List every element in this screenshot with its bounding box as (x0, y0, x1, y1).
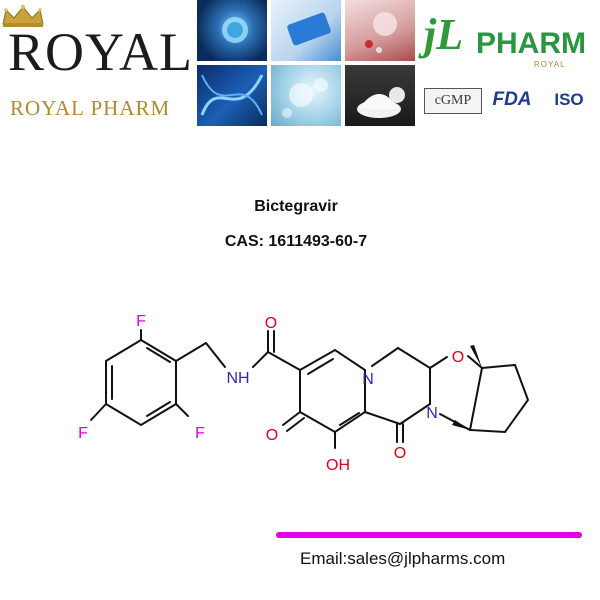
fluorine-atom-right: F (195, 425, 205, 442)
ether-oxygen-atom: O (452, 349, 464, 366)
cas-number: CAS: 1611493-60-7 (224, 233, 368, 250)
photo-collage (197, 0, 415, 126)
jl-royal-tagline: ROYAL (534, 60, 566, 69)
lactam-oxygen-atom: O (394, 445, 406, 462)
royal-wordmark: ROYAL (8, 22, 194, 82)
compound-name: Bictegravir (254, 198, 338, 215)
contact-email[interactable]: Email:sales@jlpharms.com (300, 549, 506, 568)
chemical-structure-diagram: F F F NH O N O OH O N O (78, 313, 530, 474)
white-powder-image (345, 65, 415, 126)
ring-nitrogen-atom: N (362, 371, 374, 388)
cgmp-badge: cGMP (424, 88, 482, 114)
ketone-oxygen-atom: O (266, 427, 278, 444)
dna-helix-image (197, 65, 267, 126)
iso-badge: ISO (554, 90, 584, 109)
fluorine-atom-top: F (136, 313, 146, 330)
amide-nh-atom: NH (226, 370, 249, 387)
bridge-nitrogen-atom: N (426, 405, 438, 422)
lab-vial-image (271, 0, 341, 61)
amide-oxygen-atom: O (265, 315, 277, 332)
crown-icon (2, 4, 44, 27)
jl-pharm-wordmark: PHARM (476, 27, 586, 60)
hydroxyl-group: OH (326, 457, 350, 474)
virus-image (197, 0, 267, 61)
royal-pharm-subtitle: ROYAL PHARM (10, 96, 171, 120)
jl-monogram: jL (424, 10, 464, 59)
fda-badge: FDA (492, 89, 532, 110)
royal-pharm-logo: ROYAL ROYAL PHARM (0, 0, 194, 125)
pill-bottle-image (345, 0, 415, 61)
molecule-bubbles-image (271, 65, 341, 126)
fluorine-atom-left: F (78, 425, 88, 442)
jl-pharm-logo: jL PHARM ROYAL cGMP FDA ISO (418, 0, 600, 126)
accent-divider (276, 532, 582, 538)
